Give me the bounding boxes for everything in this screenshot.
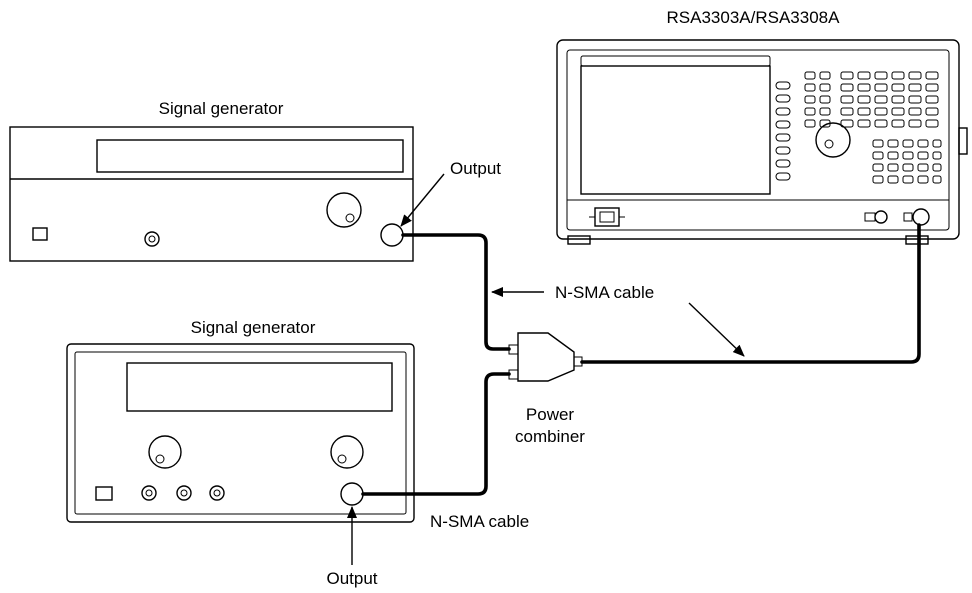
analyzer-display-bezel — [580, 55, 771, 67]
analyzer-display — [580, 65, 771, 195]
generator-bottom-connector-1 — [141, 485, 157, 501]
signal-generator-top: Signal generator — [9, 99, 414, 262]
power-switch-icon — [589, 207, 625, 227]
power-combiner: Power combiner — [508, 332, 585, 446]
generator-top-display — [96, 139, 404, 173]
cable-top-label: N-SMA cable — [555, 283, 654, 302]
generator-top-knob — [326, 192, 362, 228]
generator-top-output-connector — [380, 223, 404, 247]
generator-top-label: Signal generator — [159, 99, 284, 118]
generator-bottom-knob-right — [330, 435, 364, 469]
analyzer-side-handle — [958, 127, 968, 155]
cable-combiner-to-analyzer — [580, 223, 921, 364]
generator-bottom-connector-3 — [209, 485, 225, 501]
generator-bottom-display — [126, 362, 393, 412]
output-bottom-label: Output — [326, 569, 377, 588]
analyzer-knob — [815, 122, 851, 158]
generator-bottom-connector-2 — [176, 485, 192, 501]
generator-top-connector — [144, 231, 160, 247]
generator-top-body — [9, 126, 414, 262]
generator-bottom-output-connector — [340, 482, 364, 506]
combiner-body — [517, 332, 575, 382]
analyzer-lower-keys — [872, 139, 942, 184]
spectrum-analyzer: RSA3303A/RSA3308A — [556, 8, 968, 245]
analyzer-foot-right — [905, 235, 929, 245]
analyzer-softkeys — [775, 81, 791, 181]
generator-bottom-knob-left — [148, 435, 182, 469]
analyzer-foot-left — [567, 235, 591, 245]
cable-bottom-label: N-SMA cable — [430, 512, 529, 531]
cable-generator-bottom-to-combiner — [361, 372, 511, 496]
analyzer-keypad — [804, 71, 939, 128]
analyzer-body — [556, 39, 960, 240]
combiner-label-line2: combiner — [515, 427, 585, 446]
analyzer-front-panel — [566, 49, 950, 231]
generator-bottom-switch — [95, 486, 113, 501]
generator-top-switch — [32, 227, 48, 241]
output-top-label: Output — [450, 159, 501, 178]
output-top-arrow — [400, 173, 445, 227]
cable-combiner-arrow — [688, 302, 745, 357]
analyzer-label: RSA3303A/RSA3308A — [667, 8, 841, 27]
analyzer-aux-connector — [864, 210, 888, 224]
generator-bottom-body — [66, 343, 415, 523]
analyzer-rf-input — [903, 208, 930, 226]
generator-bottom-label: Signal generator — [191, 318, 316, 337]
cable-generator-top-to-combiner — [401, 233, 511, 351]
combiner-label-line1: Power — [526, 405, 575, 424]
signal-generator-bottom: Signal generator — [66, 318, 415, 523]
